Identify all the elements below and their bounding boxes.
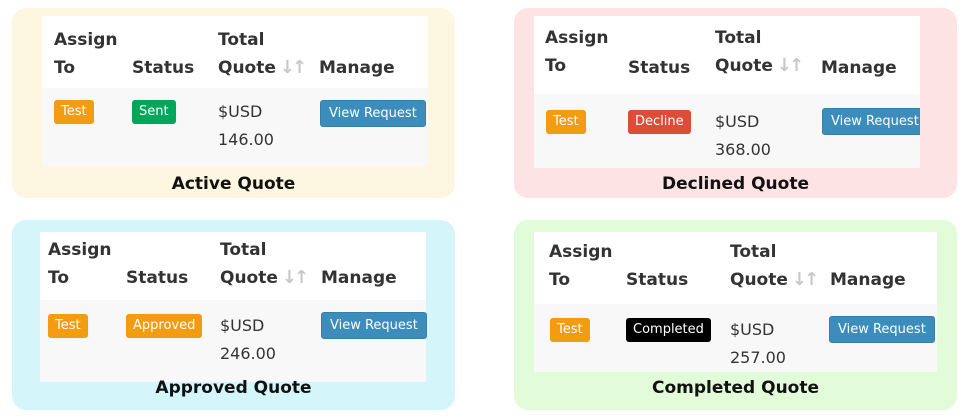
active-quote-table: Assign To Status Total Quote↓↑ Manage Te… <box>42 16 428 166</box>
assign-header-line1: Assign <box>545 28 609 48</box>
total-quote-value: $USD 257.00 <box>730 316 786 372</box>
assign-header-line1: Assign <box>54 30 118 50</box>
total-header-line2: Quote <box>715 56 773 76</box>
view-request-button[interactable]: View Request <box>321 312 427 339</box>
table-row: Test Completed $USD 257.00 View Request <box>534 304 937 372</box>
total-header-line2: Quote <box>220 268 278 288</box>
manage-header: Manage <box>830 270 906 290</box>
sort-icon[interactable]: ↓↑ <box>791 269 819 290</box>
completed-quote-table: Assign To Status Total Quote↓↑ Manage Te… <box>534 232 937 372</box>
status-approved-badge: Approved <box>126 314 203 338</box>
manage-header: Manage <box>319 58 395 78</box>
price-amount: 246.00 <box>220 344 276 363</box>
total-quote-header[interactable]: Total Quote↓↑ <box>220 236 309 292</box>
total-quote-value: $USD 146.00 <box>218 98 274 154</box>
sort-icon[interactable]: ↓↑ <box>279 57 307 78</box>
table-header: Assign To Status Total Quote↓↑ Manage <box>42 16 428 88</box>
view-request-button[interactable]: View Request <box>822 108 920 135</box>
approved-quote-panel: Assign To Status Total Quote↓↑ Manage Te… <box>12 220 455 410</box>
assign-test-badge: Test <box>54 100 94 124</box>
price-amount: 257.00 <box>730 348 786 367</box>
table-header: Assign To Status Total Quote↓↑ Manage <box>40 232 426 300</box>
total-quote-value: $USD 246.00 <box>220 312 276 368</box>
table-row: Test Sent $USD 146.00 View Request <box>42 88 428 166</box>
view-request-button[interactable]: View Request <box>320 100 426 127</box>
total-header-line2: Quote <box>218 58 276 78</box>
assign-header-line1: Assign <box>48 240 112 260</box>
view-request-button[interactable]: View Request <box>829 316 935 343</box>
sort-icon[interactable]: ↓↑ <box>776 55 804 76</box>
price-amount: 368.00 <box>715 140 771 159</box>
assign-to-header: Assign To <box>48 236 112 292</box>
manage-header: Manage <box>321 268 397 288</box>
assign-header-line2: To <box>549 270 571 290</box>
status-header: Status <box>626 270 689 290</box>
total-quote-header[interactable]: Total Quote↓↑ <box>730 238 819 294</box>
declined-quote-panel: Assign To Status Total Quote↓↑ Manage Te… <box>514 8 957 198</box>
panel-caption: Declined Quote <box>662 174 809 194</box>
status-header: Status <box>132 58 195 78</box>
panel-caption: Active Quote <box>171 174 296 194</box>
total-quote-header[interactable]: Total Quote↓↑ <box>715 24 804 80</box>
declined-quote-table: Assign To Status Total Quote↓↑ Manage Te… <box>534 16 920 168</box>
total-header-line1: Total <box>715 28 762 48</box>
completed-quote-panel: Assign To Status Total Quote↓↑ Manage Te… <box>514 220 957 410</box>
status-sent-badge: Sent <box>132 100 176 124</box>
total-quote-value: $USD 368.00 <box>715 108 771 164</box>
price-currency: $USD <box>730 320 775 339</box>
assign-test-badge: Test <box>546 110 586 134</box>
table-header: Assign To Status Total Quote↓↑ Manage <box>534 232 937 304</box>
assign-to-header: Assign To <box>54 26 118 82</box>
status-decline-badge: Decline <box>628 110 691 134</box>
assign-header-line2: To <box>54 58 76 78</box>
sort-icon[interactable]: ↓↑ <box>281 267 309 288</box>
total-header-line2: Quote <box>730 270 788 290</box>
table-row: Test Approved $USD 246.00 View Request <box>40 300 427 382</box>
assign-test-badge: Test <box>48 314 88 338</box>
assign-to-header: Assign To <box>545 24 609 80</box>
status-header: Status <box>126 268 189 288</box>
table-header: Assign To Status Total Quote↓↑ Manage <box>534 16 920 88</box>
status-header: Status <box>628 58 691 78</box>
manage-header: Manage <box>821 58 897 78</box>
total-quote-header[interactable]: Total Quote↓↑ <box>218 26 307 82</box>
price-currency: $USD <box>715 112 760 131</box>
total-header-line1: Total <box>730 242 777 262</box>
price-currency: $USD <box>220 316 265 335</box>
table-row: Test Decline $USD 368.00 View Request <box>534 94 920 168</box>
total-header-line1: Total <box>218 30 265 50</box>
panel-caption: Completed Quote <box>651 378 820 398</box>
assign-test-badge: Test <box>550 318 590 342</box>
assign-header-line2: To <box>48 268 70 288</box>
price-currency: $USD <box>218 102 263 121</box>
assign-header-line2: To <box>545 56 567 76</box>
active-quote-panel: Assign To Status Total Quote↓↑ Manage Te… <box>12 8 455 198</box>
assign-to-header: Assign To <box>549 238 613 294</box>
assign-header-line1: Assign <box>549 242 613 262</box>
panel-caption: Approved Quote <box>155 378 312 398</box>
approved-quote-table: Assign To Status Total Quote↓↑ Manage Te… <box>40 232 427 382</box>
total-header-line1: Total <box>220 240 267 260</box>
status-completed-badge: Completed <box>626 318 711 342</box>
price-amount: 146.00 <box>218 130 274 149</box>
